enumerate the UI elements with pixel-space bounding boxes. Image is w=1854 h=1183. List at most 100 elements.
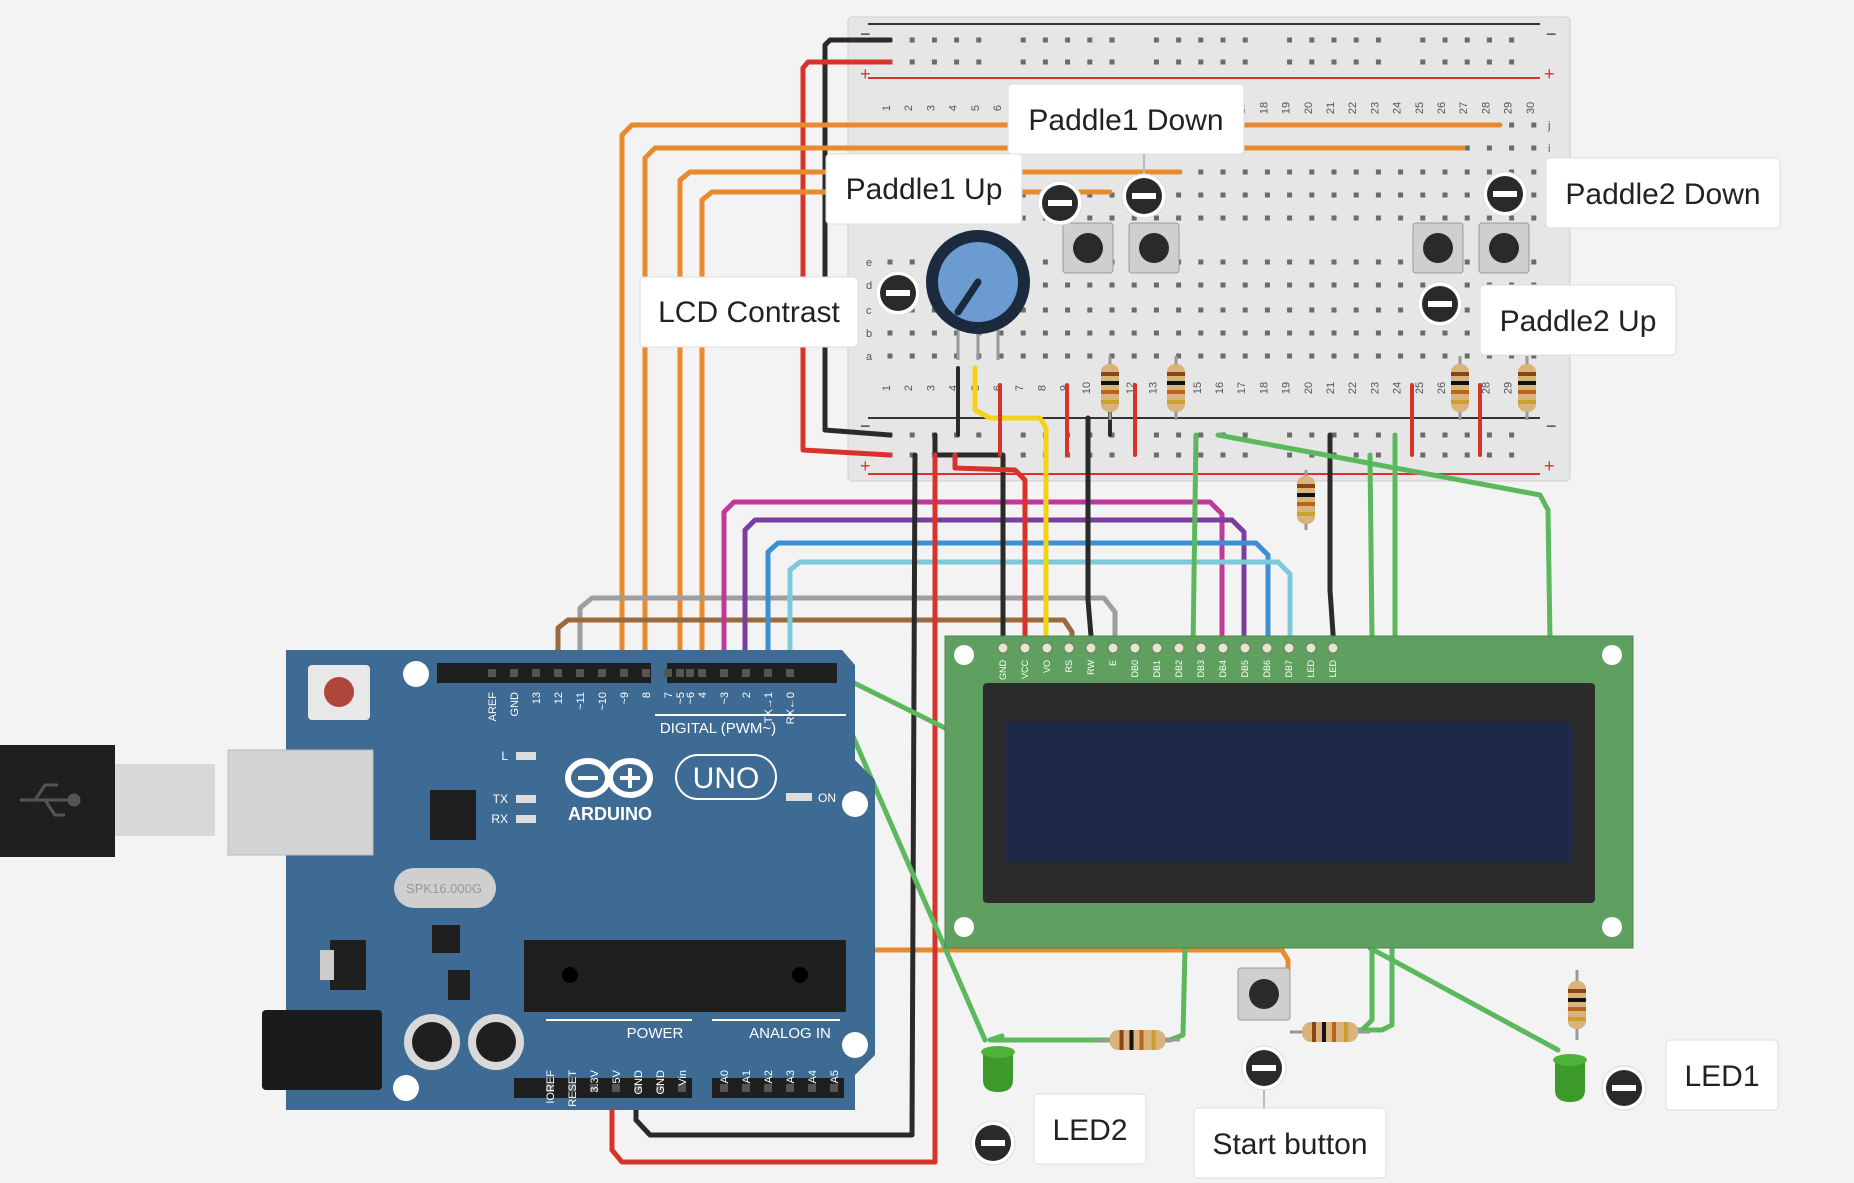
header-pin[interactable]	[488, 669, 496, 677]
header-pin[interactable]	[554, 669, 562, 677]
breadboard-hole	[1042, 282, 1048, 288]
lcd-pin[interactable]	[1217, 642, 1229, 654]
breadboard-hole	[1331, 353, 1337, 359]
lcd-pin[interactable]	[1261, 642, 1273, 654]
led1-component[interactable]	[1553, 1054, 1587, 1102]
header-pin[interactable]	[510, 669, 518, 677]
header-pin[interactable]	[634, 1084, 642, 1092]
lcd-pin[interactable]	[1151, 642, 1163, 654]
header-pin[interactable]	[808, 1084, 816, 1092]
header-pin[interactable]	[620, 669, 628, 677]
callout-lcd-contrast-label: LCD Contrast	[658, 296, 840, 329]
header-pin[interactable]	[742, 1084, 750, 1092]
breadboard-hole	[1398, 215, 1404, 221]
wire-blue	[765, 540, 1271, 675]
header-pin[interactable]	[720, 669, 728, 677]
wire-black-rail-left	[822, 37, 893, 438]
breadboard-hole	[1353, 432, 1359, 438]
breadboard-hole	[1509, 145, 1515, 151]
breadboard-column-number: 24	[1392, 382, 1404, 394]
callout-led1[interactable]: LED1	[1601, 1039, 1779, 1111]
breadboard-column-number: 30	[1525, 102, 1537, 114]
header-pin[interactable]	[576, 669, 584, 677]
lcd-pin-label: DB3	[1196, 660, 1206, 678]
breadboard-hole	[1309, 353, 1315, 359]
lcd-pin[interactable]	[1239, 642, 1251, 654]
breadboard-pushbutton[interactable]	[1062, 222, 1114, 274]
lcd-pin[interactable]	[1019, 642, 1031, 654]
lcd-pin[interactable]	[1195, 642, 1207, 654]
header-pin[interactable]	[656, 1084, 664, 1092]
breadboard-hole	[1420, 432, 1426, 438]
header-pin[interactable]	[698, 669, 706, 677]
header-pin[interactable]	[598, 669, 606, 677]
header-pin[interactable]	[764, 1084, 772, 1092]
callout-paddle2-down[interactable]: Paddle2 Down	[1482, 157, 1781, 229]
lcd-pin[interactable]	[1305, 642, 1317, 654]
breadboard-hole	[1242, 215, 1248, 221]
breadboard-hole	[1464, 59, 1470, 65]
lcd-pin-label: VCC	[1020, 660, 1030, 680]
header-pin[interactable]	[676, 669, 684, 677]
breadboard-hole	[1220, 192, 1226, 198]
header-pin[interactable]	[720, 1084, 728, 1092]
callout-lcd-contrast[interactable]: LCD Contrast	[639, 270, 921, 348]
breadboard-hole	[1153, 37, 1159, 43]
callout-paddle1-up[interactable]: Paddle1 Up	[825, 153, 1083, 226]
breadboard-hole	[1486, 37, 1492, 43]
callout-paddle2-up[interactable]: Paddle2 Up	[1417, 281, 1677, 356]
header-pin-label: A0	[719, 1070, 731, 1083]
lcd-pin[interactable]	[1063, 642, 1075, 654]
header-pin[interactable]	[686, 669, 694, 677]
rail-plus-top: +	[860, 64, 871, 84]
breadboard-hole	[1309, 330, 1315, 336]
start-pushbutton[interactable]	[1237, 967, 1291, 1021]
header-pin[interactable]	[590, 1084, 598, 1092]
header-pin[interactable]	[532, 669, 540, 677]
header-pin[interactable]	[568, 1084, 576, 1092]
callout-led2[interactable]: LED2	[970, 1093, 1147, 1166]
callout-start-button[interactable]: Start button	[1193, 1045, 1387, 1179]
header-pin-label: ~9	[619, 692, 631, 705]
breadboard-pushbutton[interactable]	[1128, 222, 1180, 274]
header-pin-label: AREF	[487, 692, 499, 722]
breadboard-column-number: 2	[903, 385, 915, 391]
led2-component[interactable]	[981, 1046, 1015, 1092]
breadboard-hole	[1242, 282, 1248, 288]
usb-cable	[0, 745, 215, 857]
breadboard-pushbutton[interactable]	[1412, 222, 1464, 274]
breadboard-hole	[1109, 330, 1115, 336]
header-pin[interactable]	[678, 1084, 686, 1092]
header-pin[interactable]	[642, 669, 650, 677]
callout-paddle1-down-label: Paddle1 Down	[1028, 104, 1223, 137]
lcd-pin[interactable]	[1085, 642, 1097, 654]
lcd-pin[interactable]	[1041, 642, 1053, 654]
potentiometer-lcd-contrast[interactable]	[926, 230, 1030, 360]
breadboard-column-number: 23	[1369, 102, 1381, 114]
callout-paddle1-down[interactable]: Paddle1 Down	[1007, 83, 1245, 219]
breadboard-column-number: 28	[1480, 382, 1492, 394]
breadboard-hole	[1242, 37, 1248, 43]
header-pin[interactable]	[786, 1084, 794, 1092]
lcd-pin[interactable]	[997, 642, 1009, 654]
header-pin[interactable]	[764, 669, 772, 677]
breadboard-hole	[954, 37, 960, 43]
header-pin[interactable]	[664, 669, 672, 677]
breadboard-hole	[1220, 37, 1226, 43]
header-pin[interactable]	[786, 669, 794, 677]
lcd-pin[interactable]	[1327, 642, 1339, 654]
header-pin[interactable]	[742, 669, 750, 677]
header-pin-label: 7	[663, 692, 675, 698]
lcd-pin[interactable]	[1129, 642, 1141, 654]
header-pin-label: 5V	[611, 1069, 623, 1083]
lcd-pin[interactable]	[1283, 642, 1295, 654]
lcd-pin[interactable]	[1107, 642, 1119, 654]
header-pin[interactable]	[612, 1084, 620, 1092]
header-pin[interactable]	[830, 1084, 838, 1092]
rail-minus-top: −	[860, 24, 871, 44]
lcd-pin[interactable]	[1173, 642, 1185, 654]
header-pin[interactable]	[546, 1084, 554, 1092]
breadboard-pushbutton[interactable]	[1478, 222, 1530, 274]
